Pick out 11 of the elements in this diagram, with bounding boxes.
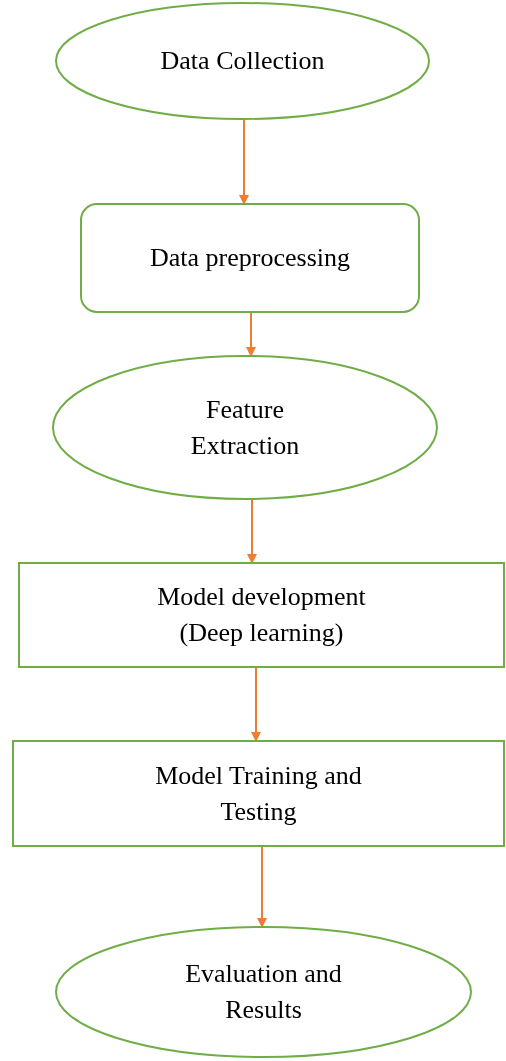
arrow — [257, 846, 267, 928]
step-label: Model Training and Testing — [154, 759, 363, 828]
step-label: Model development (Deep learning) — [156, 581, 367, 649]
step-label: Evaluation and Results — [184, 958, 343, 1026]
arrow — [251, 667, 261, 742]
step-label: Feature Extraction — [189, 393, 301, 462]
arrow — [247, 499, 257, 564]
arrow — [246, 312, 256, 357]
step-label: Data Collection — [159, 45, 326, 77]
arrow — [239, 119, 249, 205]
step-label: Data preprocessing — [149, 242, 351, 274]
